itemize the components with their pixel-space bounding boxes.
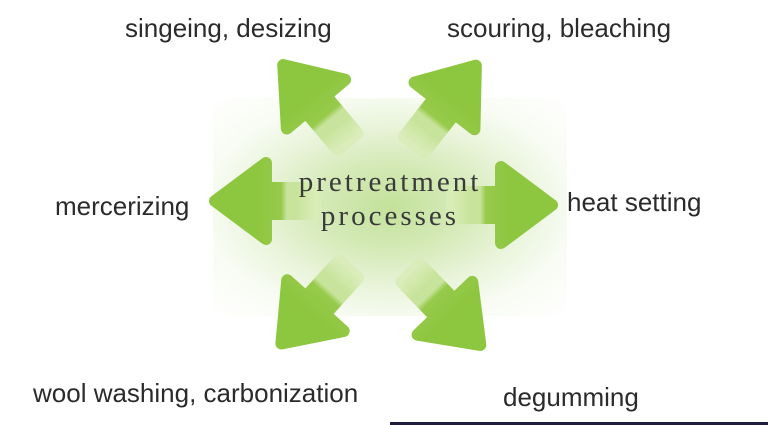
center-title: pretreatment processes (248, 165, 532, 233)
arrow-up-left-icon (254, 41, 376, 166)
label-heat-setting: heat setting (567, 187, 702, 217)
arrow-down-right-icon (384, 247, 508, 372)
label-wool-washing-carbonization: wool washing, carbonization (33, 378, 359, 408)
label-degumming: degumming (503, 382, 639, 412)
bottom-edge-line (390, 422, 768, 425)
center-title-line1: pretreatment (298, 166, 482, 198)
arrow-down-left-icon (253, 244, 376, 369)
arrow-up-right-icon (384, 42, 505, 168)
label-scouring-bleaching: scouring, bleaching (447, 13, 672, 43)
center-title-line2: processes (320, 200, 460, 232)
label-mercerizing: mercerizing (55, 191, 190, 221)
label-singeing-desizing: singeing, desizing (125, 13, 332, 43)
